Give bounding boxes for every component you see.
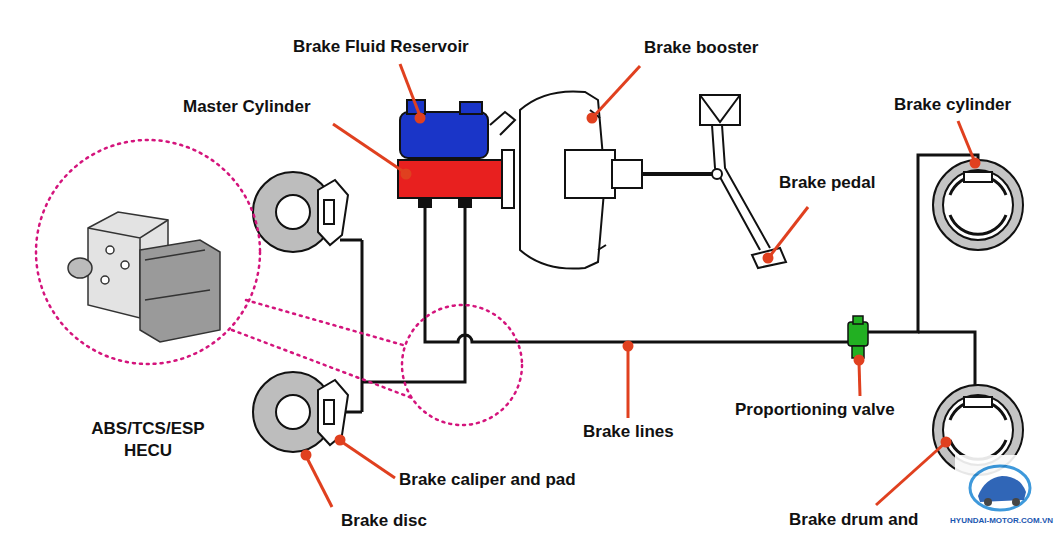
part-label: Brake cylinder [894,94,1011,116]
part-label: Master Cylinder [183,96,311,118]
leader-lines [302,64,979,507]
watermark-text: HYUNDAI-MOTOR.COM.VN [950,516,1053,526]
hecu-callout [36,140,522,425]
part-label: Proportioning valve [735,399,895,421]
brake-drum [933,160,1023,475]
part-label: Brake drum and [789,509,918,531]
watermark-icon [955,455,1055,525]
brake-pedal [642,95,786,268]
part-label: Brake booster [644,37,758,59]
part-label: Brake lines [583,421,674,443]
brake-booster [520,91,642,268]
brake-caliper [318,180,348,445]
part-label: Brake Fluid Reservoir [293,36,469,58]
hecu-unit [68,212,220,342]
part-label: Brake pedal [779,172,875,194]
proportioning-valve [848,316,868,358]
part-label: ABS/TCS/ESP HECU [73,418,223,462]
brake-lines [340,155,978,412]
master-cylinder [398,150,514,208]
part-label: Brake caliper and pad [399,469,576,491]
part-label: Brake disc [341,510,427,532]
